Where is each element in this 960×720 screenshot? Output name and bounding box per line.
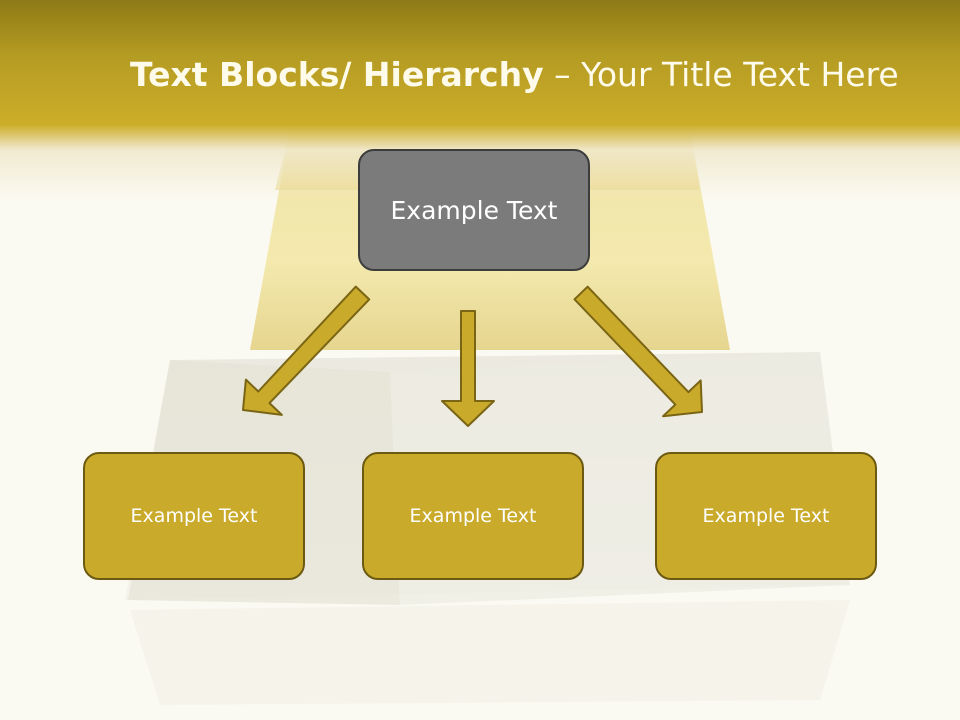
arrow-to-right-box — [573, 285, 703, 418]
child-text-label: Example Text — [130, 505, 258, 527]
root-text-box[interactable]: Example Text — [358, 149, 590, 271]
root-text-label: Example Text — [390, 195, 558, 225]
child-text-label: Example Text — [702, 505, 830, 527]
child-text-box-middle[interactable]: Example Text — [362, 452, 584, 580]
child-text-box-left[interactable]: Example Text — [83, 452, 305, 580]
child-text-box-right[interactable]: Example Text — [655, 452, 877, 580]
child-text-label: Example Text — [409, 505, 537, 527]
arrow-to-left-box — [242, 285, 371, 416]
slide-title-bold: Text Blocks/ Hierarchy — [130, 55, 544, 94]
slide-title-rest: – Your Title Text Here — [543, 55, 899, 94]
arrow-to-middle-box — [441, 310, 495, 427]
slide-title: Text Blocks/ Hierarchy – Your Title Text… — [130, 50, 899, 100]
